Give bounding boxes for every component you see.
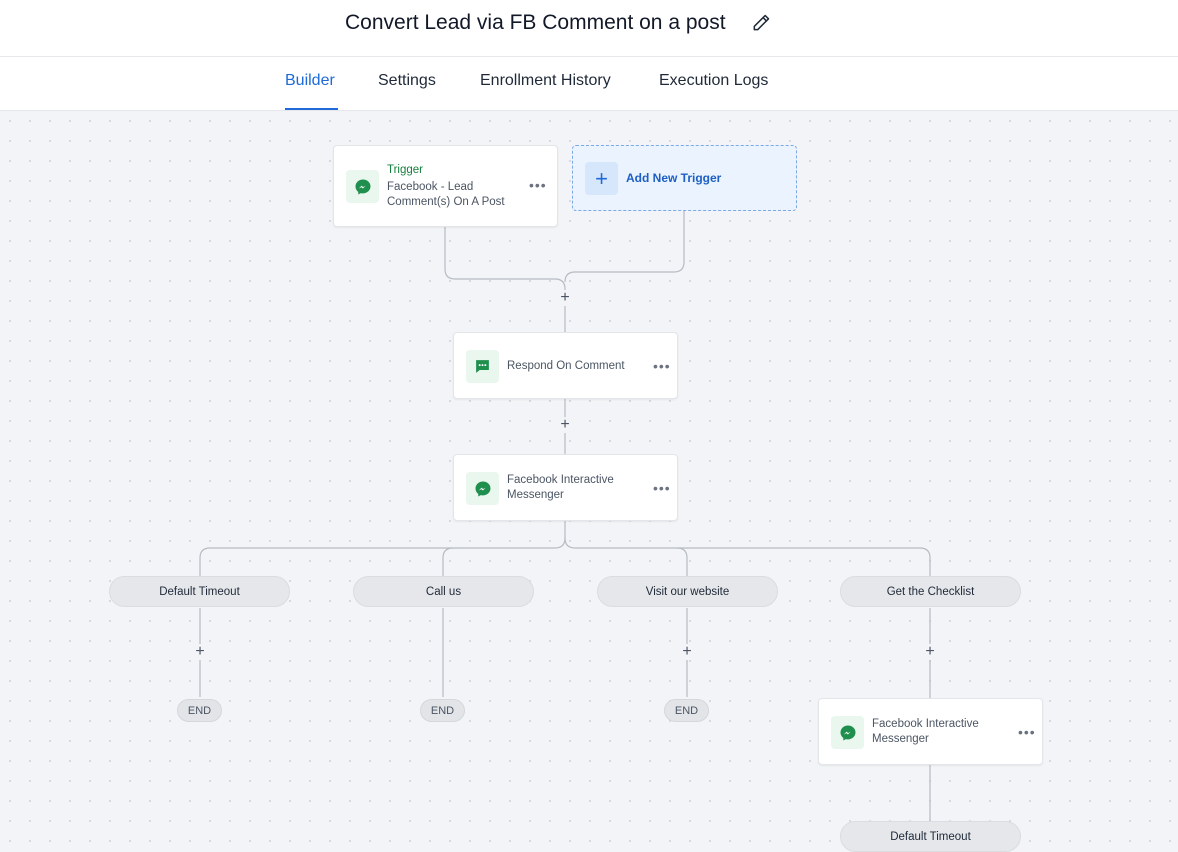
action-label: Facebook Interactive Messenger (507, 474, 614, 501)
tab-settings[interactable]: Settings (378, 72, 436, 89)
action-more-button[interactable]: ••• (1018, 724, 1036, 740)
page-title: Convert Lead via FB Comment on a post (345, 11, 726, 34)
branch-call-us[interactable]: Call us (353, 576, 534, 607)
messenger-icon (831, 716, 864, 749)
add-new-trigger-button[interactable]: + Add New Trigger (572, 145, 797, 211)
tab-enrollment-history[interactable]: Enrollment History (480, 72, 611, 89)
end-marker: END (420, 699, 465, 722)
tab-builder[interactable]: Builder (285, 72, 335, 89)
trigger-kicker: Trigger (387, 164, 423, 176)
end-marker: END (664, 699, 709, 722)
action-node-facebook-interactive-messenger-branch[interactable]: Facebook Interactive Messenger ••• (818, 698, 1043, 765)
add-step-plus-branch-4[interactable]: + (922, 644, 938, 660)
trigger-text: Facebook - Lead Comment(s) On A Post (387, 181, 505, 208)
action-node-facebook-interactive-messenger[interactable]: Facebook Interactive Messenger ••• (453, 454, 678, 521)
chat-bubble-icon (466, 350, 499, 383)
action-more-button[interactable]: ••• (653, 480, 671, 496)
connector-lines (199, 211, 931, 821)
trigger-description: Trigger Facebook - Lead Comment(s) On A … (387, 163, 522, 210)
action-label: Respond On Comment (507, 360, 625, 372)
branch-get-the-checklist[interactable]: Get the Checklist (840, 576, 1021, 607)
branch-default-timeout-sub[interactable]: Default Timeout (840, 821, 1021, 852)
add-new-trigger-label: Add New Trigger (626, 171, 722, 185)
workflow-canvas[interactable]: Trigger Facebook - Lead Comment(s) On A … (0, 111, 1178, 852)
action-more-button[interactable]: ••• (653, 358, 671, 374)
end-marker: END (177, 699, 222, 722)
messenger-icon (346, 170, 379, 203)
trigger-more-button[interactable]: ••• (529, 177, 547, 193)
add-step-plus-2[interactable]: + (557, 417, 573, 433)
add-step-plus-branch-1[interactable]: + (192, 644, 208, 660)
trigger-node[interactable]: Trigger Facebook - Lead Comment(s) On A … (333, 145, 558, 227)
tab-execution-logs[interactable]: Execution Logs (659, 72, 769, 89)
action-node-respond-on-comment[interactable]: Respond On Comment ••• (453, 332, 678, 399)
messenger-icon (466, 472, 499, 505)
edit-title-button[interactable] (749, 13, 773, 37)
add-step-plus-branch-3[interactable]: + (679, 644, 695, 660)
active-tab-indicator (285, 108, 338, 110)
branch-default-timeout[interactable]: Default Timeout (109, 576, 290, 607)
header-bar: Convert Lead via FB Comment on a post (0, 0, 1178, 57)
branch-visit-our-website[interactable]: Visit our website (597, 576, 778, 607)
tab-bar: Builder Settings Enrollment History Exec… (0, 57, 1178, 111)
add-step-plus-1[interactable]: + (557, 290, 573, 306)
plus-icon: + (585, 162, 618, 195)
action-label: Facebook Interactive Messenger (872, 718, 979, 745)
pencil-icon (751, 13, 771, 38)
